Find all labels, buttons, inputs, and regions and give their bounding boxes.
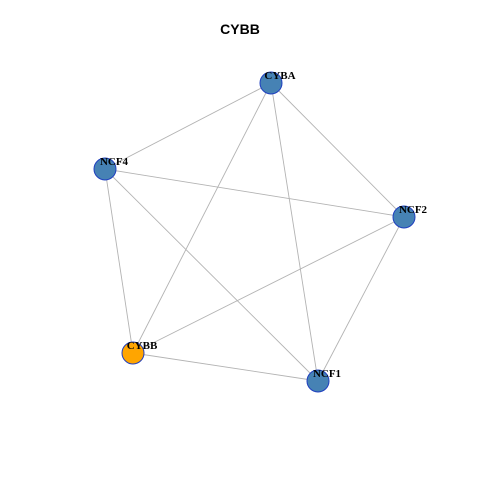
edge-cyba-ncf4 (104, 82, 272, 170)
edge-ncf4-ncf2 (104, 168, 405, 218)
node-label-cyba: CYBA (264, 70, 295, 82)
node-ncf4[interactable]: NCF4 (93, 156, 129, 181)
edge-layer (104, 82, 405, 382)
node-circle-ncf4[interactable] (93, 157, 117, 181)
edge-ncf4-cybb (104, 168, 134, 354)
node-ncf2[interactable]: NCF2 (392, 204, 428, 229)
edge-ncf2-cybb (132, 216, 405, 354)
edge-cyba-cybb (132, 82, 272, 354)
node-label-ncf2: NCF2 (399, 204, 428, 216)
node-cybb[interactable]: CYBB (121, 340, 158, 365)
node-circle-ncf1[interactable] (306, 369, 330, 393)
node-label-ncf1: NCF1 (313, 368, 341, 380)
edge-cyba-ncf1 (270, 82, 319, 382)
node-ncf1[interactable]: NCF1 (306, 368, 341, 393)
edge-ncf4-ncf1 (104, 168, 319, 382)
node-circle-cybb[interactable] (121, 341, 145, 365)
node-circle-ncf2[interactable] (392, 205, 416, 229)
node-cyba[interactable]: CYBA (259, 70, 296, 95)
node-label-ncf4: NCF4 (100, 156, 129, 168)
edge-cybb-ncf1 (132, 352, 319, 382)
graph-title: CYBB (220, 21, 260, 37)
node-circle-cyba[interactable] (259, 71, 283, 95)
edge-ncf2-ncf1 (317, 216, 405, 382)
node-label-cybb: CYBB (127, 340, 158, 352)
edge-cyba-ncf2 (270, 82, 405, 218)
